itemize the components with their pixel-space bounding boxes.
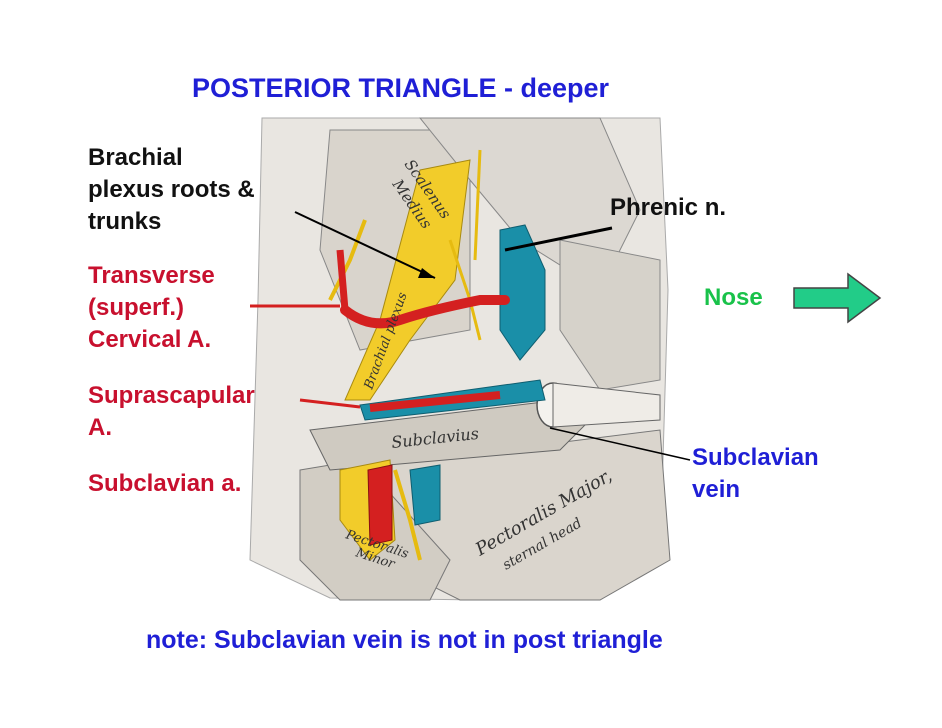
label-subclavian-artery: Subclavian a. xyxy=(88,470,242,497)
label-phrenic-nerve: Phrenic n. xyxy=(610,194,727,221)
subclavian-vein-leader xyxy=(549,427,691,461)
axillary-vein xyxy=(409,464,441,526)
label-suprascapular-artery: Suprascapular A. xyxy=(88,382,255,441)
brachial-leader xyxy=(294,211,436,279)
label-nose-direction: Nose xyxy=(704,284,763,311)
brachial-plexus-trunk xyxy=(344,159,471,401)
phrenic-leader xyxy=(504,226,613,252)
brachial-leader-arrowhead xyxy=(418,268,435,278)
subclavian-artery-shape xyxy=(367,464,393,546)
subclavius-muscle xyxy=(309,399,591,471)
clavicle xyxy=(552,382,661,428)
page-title: POSTERIOR TRIANGLE - deeper xyxy=(192,73,610,103)
suprascapular-leader xyxy=(299,398,361,409)
label-subclavian-vein: Subclavian vein xyxy=(692,444,819,503)
right-muscle-band xyxy=(559,239,661,391)
label-brachial-plexus: Brachial plexus roots & trunks xyxy=(88,144,255,235)
transverse-cervical-artery xyxy=(340,295,510,329)
footnote: note: Subclavian vein is not in post tri… xyxy=(146,626,663,654)
internal-jugular-vein xyxy=(499,224,546,361)
nerve-fiber xyxy=(473,149,482,261)
right-arrow-icon xyxy=(793,272,882,324)
label-transverse-cervical-artery: Transverse (superf.) Cervical A. xyxy=(88,262,215,353)
nerve-fiber xyxy=(393,469,422,561)
artery-branch xyxy=(336,249,349,311)
suprascapular-artery xyxy=(369,391,501,412)
nerve-fiber xyxy=(328,219,367,301)
